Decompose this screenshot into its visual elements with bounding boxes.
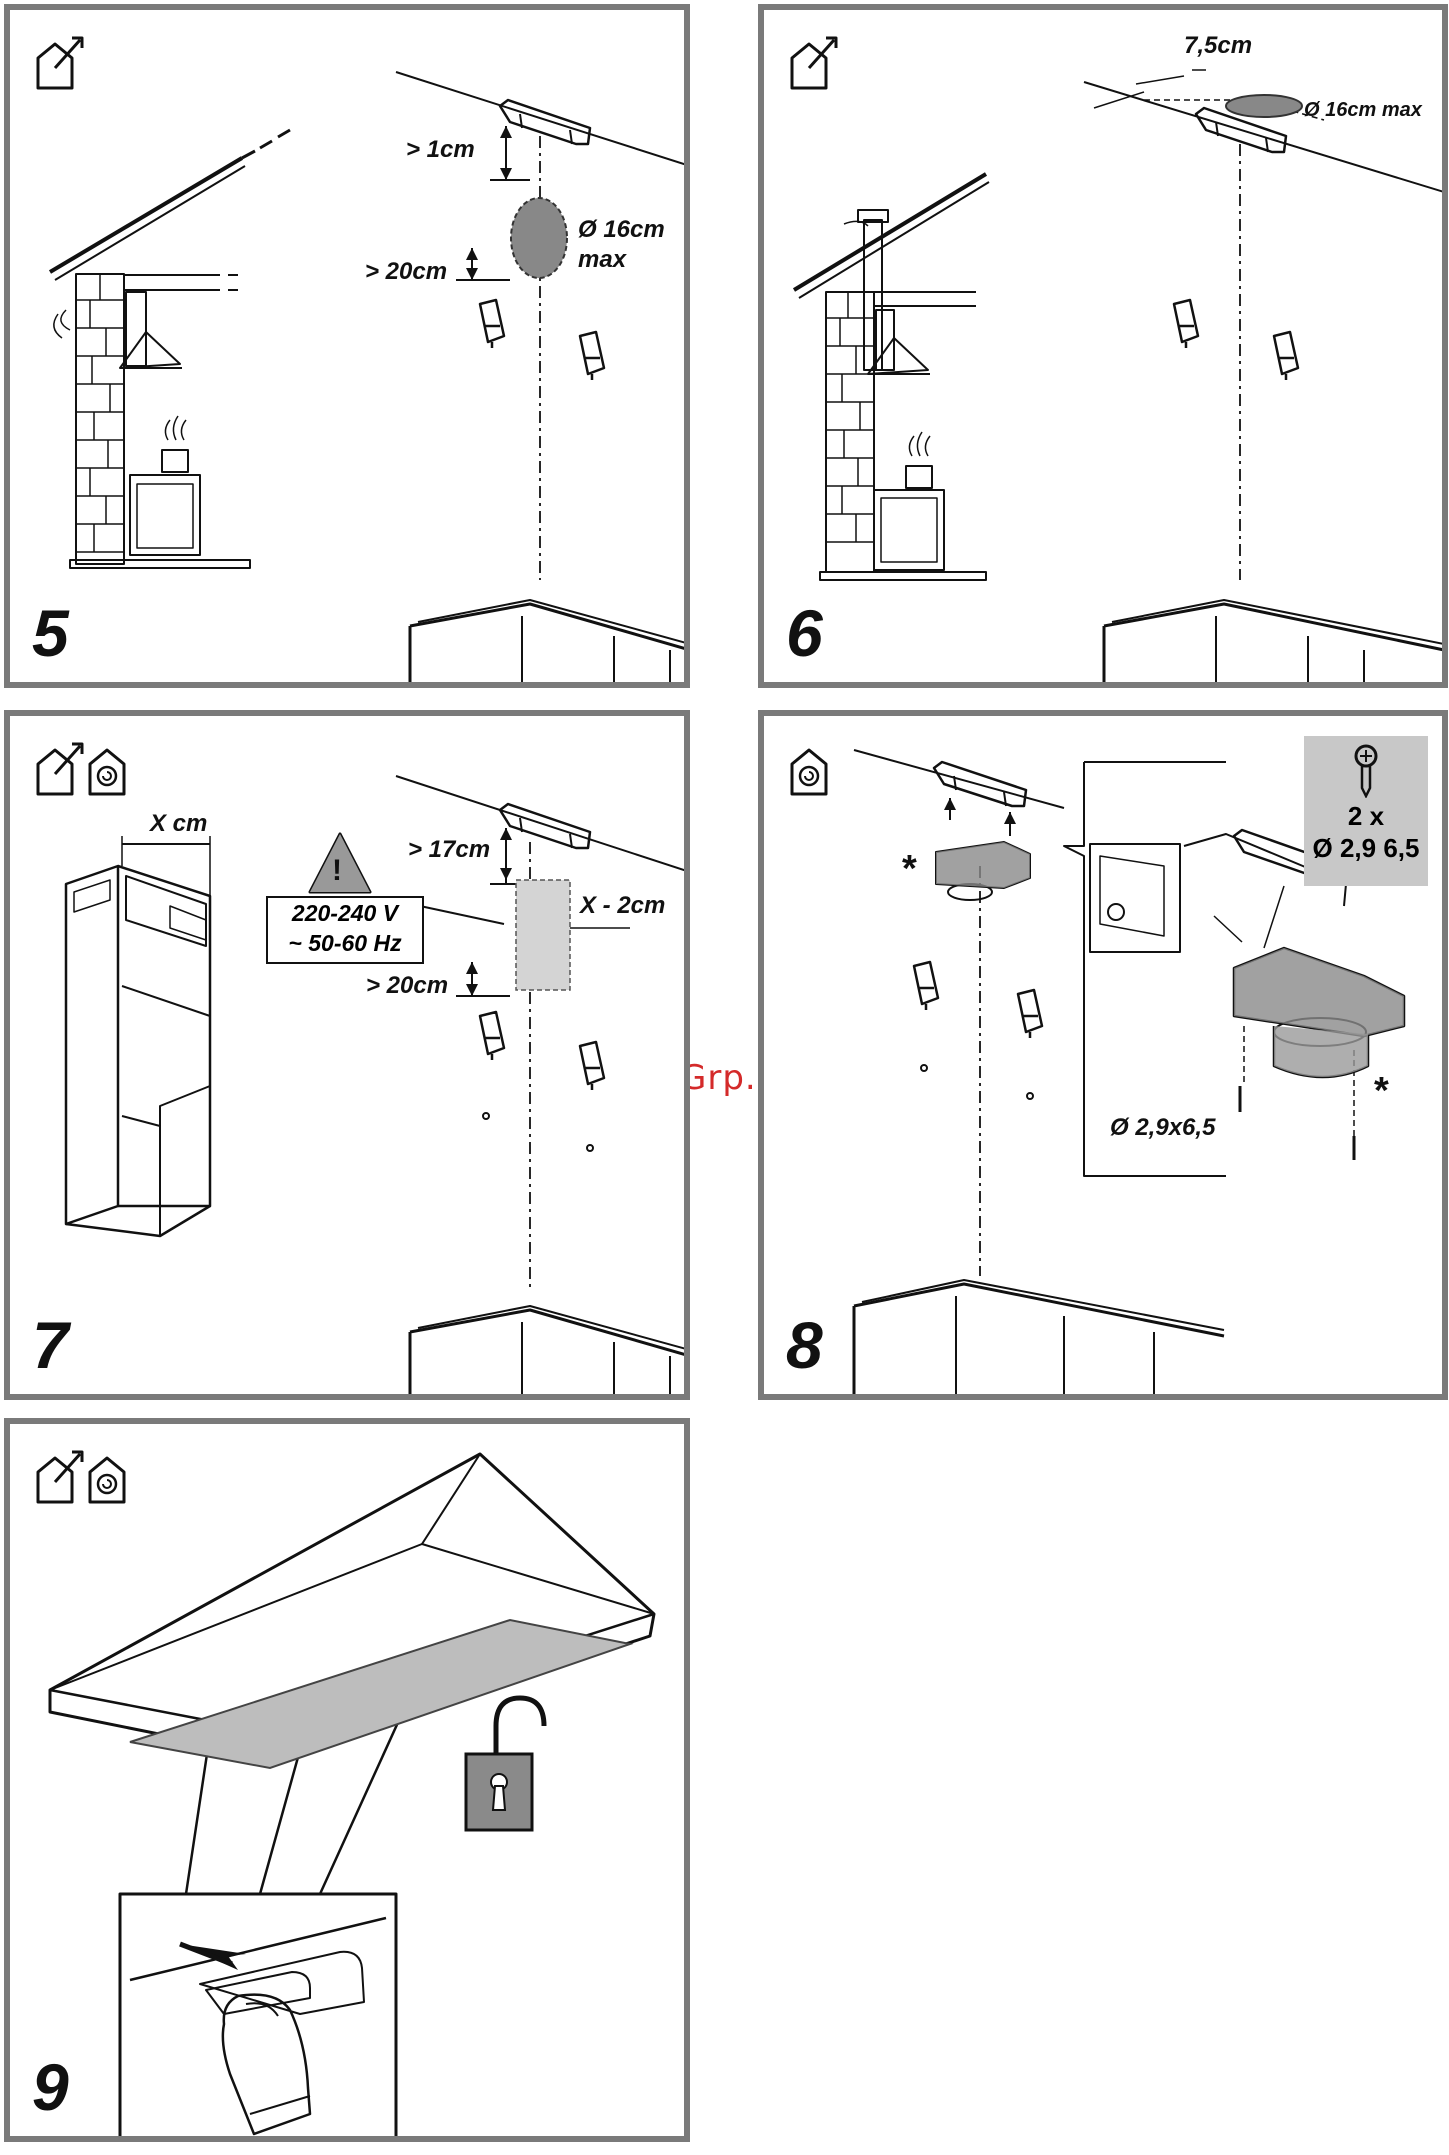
- screw-spec-box: 2 x Ø 2,9 6,5: [1304, 736, 1428, 886]
- panel-step-6: 7,5cm Ø 16cm max 6: [758, 4, 1448, 688]
- step-number: 5: [32, 600, 69, 666]
- gap-top-label: > 17cm: [408, 838, 490, 862]
- socket-width-label: X - 2cm: [580, 894, 665, 918]
- house-with-swirl-icon: [792, 750, 826, 794]
- screw-size: Ø 2,9 6,5: [1304, 832, 1428, 864]
- gap-top-label: > 1cm: [406, 138, 475, 162]
- house-with-swirl-icon: [90, 750, 124, 794]
- panel-step-5: > 1cm Ø 16cm max > 20cm 5: [4, 4, 690, 688]
- screw-count: 2 x: [1304, 800, 1428, 832]
- warning-symbol: !: [332, 856, 342, 886]
- asterisk-right: *: [1374, 1072, 1389, 1110]
- diameter-label: Ø 16cm: [578, 218, 665, 242]
- gap-bottom-label: > 20cm: [366, 974, 448, 998]
- voltage-text: 220-240 V: [268, 898, 422, 928]
- house-with-swirl-icon: [90, 1458, 124, 1502]
- offset-label: 7,5cm: [1184, 34, 1252, 58]
- step-number: 8: [786, 1312, 823, 1378]
- max-label: max: [578, 248, 626, 272]
- panel-step-9: 9: [4, 1418, 690, 2142]
- panel-9-drawing: [10, 1424, 690, 2142]
- panel-step-7: X cm ! 220-240 V ~ 50-60 Hz > 17cm X - 2…: [4, 710, 690, 1400]
- asterisk-left: *: [902, 850, 917, 888]
- house-with-exhaust-arrow-icon: [38, 744, 82, 794]
- voltage-warning-box: 220-240 V ~ 50-60 Hz: [266, 896, 424, 964]
- panel-7-drawing: [10, 716, 690, 1400]
- screw-label: Ø 2,9x6,5: [1110, 1116, 1215, 1140]
- diameter-label: Ø 16cm max: [1304, 100, 1422, 120]
- gap-bottom-label: > 20cm: [365, 260, 447, 284]
- step-number: 9: [32, 2054, 69, 2120]
- width-label: X cm: [150, 812, 207, 836]
- house-with-exhaust-arrow-icon: [38, 38, 82, 88]
- house-with-exhaust-arrow-icon: [38, 1452, 82, 1502]
- frequency-text: ~ 50-60 Hz: [268, 928, 422, 958]
- panel-step-8: * * 2 x Ø 2,9 6,5 Ø 2,9x6,5 8: [758, 710, 1448, 1400]
- panel-5-drawing: [10, 10, 690, 688]
- step-number: 6: [786, 600, 823, 666]
- step-number: 7: [32, 1312, 69, 1378]
- screw-icon: [1346, 744, 1386, 798]
- house-with-exhaust-arrow-icon: [792, 38, 836, 88]
